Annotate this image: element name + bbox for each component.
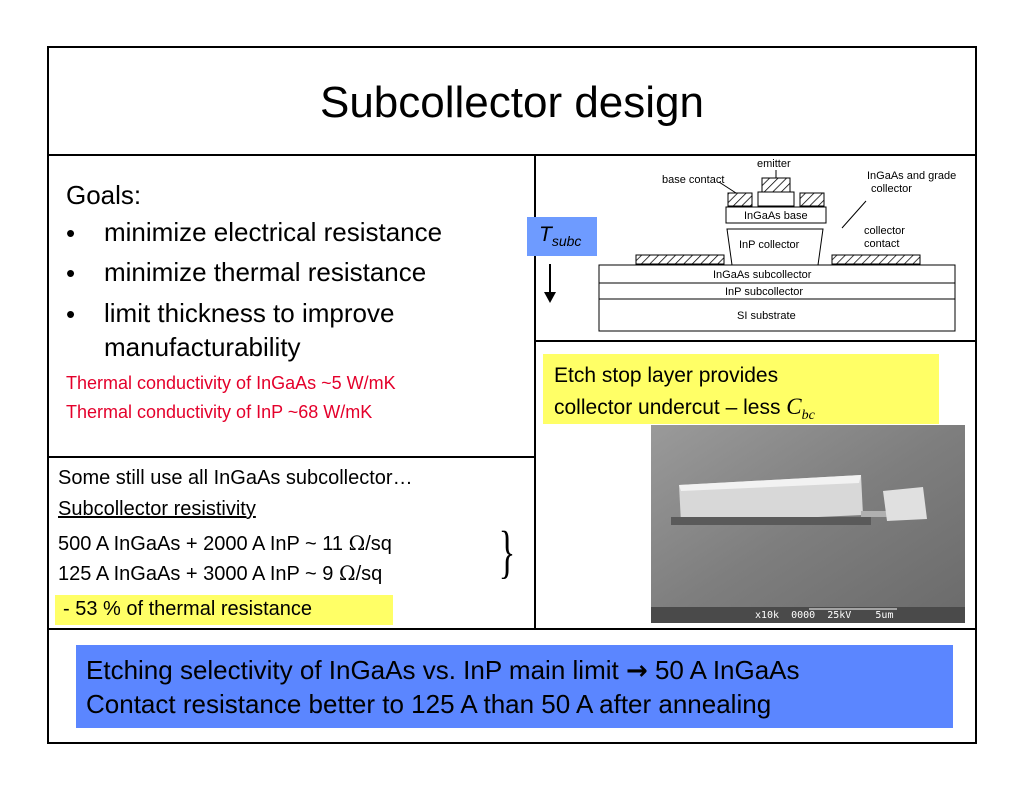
omega-symbol: Ω xyxy=(338,561,356,585)
base-contact-label: base contact xyxy=(662,174,724,186)
sem-scale-caption: x10k 0000 25kV 5um xyxy=(755,610,894,621)
collector-contact-label: collector xyxy=(864,225,905,237)
goal-item: minimize thermal resistance xyxy=(104,257,427,287)
etch-stop-line2-text: collector undercut – less xyxy=(554,396,787,419)
down-arrow xyxy=(544,264,556,303)
bullet-marker: • xyxy=(66,218,76,248)
left-section-divider xyxy=(47,456,535,458)
right-arrow-icon: → xyxy=(625,656,648,686)
etch-stop-line1: Etch stop layer provides xyxy=(554,364,779,387)
tsubc-sub: subc xyxy=(551,233,582,250)
conductivity-note: Thermal conductivity of InP ~68 W/mK xyxy=(66,402,373,422)
bullet-marker: • xyxy=(66,258,76,288)
emitter-label: emitter xyxy=(757,158,791,170)
sem-micrograph: x10k 0000 25kV 5um xyxy=(651,425,965,623)
cbc-subscript: bc xyxy=(801,408,815,424)
grade-collector-leader xyxy=(841,200,867,229)
collector-contact-label: contact xyxy=(864,238,899,250)
right-collector-contact xyxy=(831,254,921,265)
unit-text: /sq xyxy=(365,533,392,555)
tsubc-main: T xyxy=(539,223,552,246)
resistivity-row-text: 500 A InGaAs + 2000 A InP ~ 11 xyxy=(58,533,349,555)
goal-item: manufacturability xyxy=(104,332,301,362)
footer-line1-suffix: 50 A InGaAs xyxy=(647,655,800,685)
si-substrate-layer xyxy=(598,298,956,332)
footer-callout: Etching selectivity of InGaAs vs. InP ma… xyxy=(76,645,953,728)
omega-symbol: Ω xyxy=(348,531,366,555)
ingaas-grade-label: InGaAs and grade xyxy=(867,170,956,182)
base-contact-leader xyxy=(718,181,737,194)
column-divider-upper xyxy=(534,154,536,629)
unit-text: /sq xyxy=(355,563,383,585)
slide-title: Subcollector design xyxy=(319,78,704,127)
conductivity-note: Thermal conductivity of InGaAs ~5 W/mK xyxy=(66,373,396,393)
thermal-resistance-highlight: - 53 % of thermal resistance xyxy=(55,595,393,625)
resistivity-intro: Some still use all InGaAs subcollector… xyxy=(58,467,413,489)
inp-subcollector-label: InP subcollector xyxy=(725,286,803,298)
hbt-cross-section-diagram: emitter base contact InGaAs and grade co… xyxy=(598,158,956,332)
footer-line2: Contact resistance better to 125 A than … xyxy=(86,689,772,719)
thermal-resistance-text: - 53 % of thermal resistance xyxy=(63,598,312,620)
footer-line1: Etching selectivity of InGaAs vs. InP ma… xyxy=(86,655,800,686)
ingaas-grade-label: collector xyxy=(871,183,912,195)
goal-item: limit thickness to improve xyxy=(104,298,395,328)
cbc-symbol: C xyxy=(786,394,802,419)
inp-collector-label: InP collector xyxy=(739,239,800,251)
inp-collector-mesa xyxy=(726,228,824,266)
grouping-brace: } xyxy=(498,519,516,584)
ingaas-base-layer xyxy=(725,206,827,224)
resistivity-row: 500 A InGaAs + 2000 A InP ~ 11 Ω/sq xyxy=(58,531,392,556)
footer-line1-text: Etching selectivity of InGaAs vs. InP ma… xyxy=(86,655,626,685)
emitter-contact xyxy=(761,177,791,193)
goals-heading: Goals: xyxy=(66,180,142,210)
resistivity-row: 125 A InGaAs + 3000 A InP ~ 9 Ω/sq xyxy=(58,561,382,586)
ingaas-base-label: InGaAs base xyxy=(744,210,808,222)
footer-divider xyxy=(47,628,977,630)
title-divider xyxy=(47,154,977,156)
resistivity-row-text: 125 A InGaAs + 3000 A InP ~ 9 xyxy=(58,563,339,585)
goal-item: minimize electrical resistance xyxy=(104,217,443,247)
si-substrate-label: SI substrate xyxy=(737,310,796,322)
bullet-marker: • xyxy=(66,299,76,329)
left-base-contact xyxy=(727,192,753,207)
resistivity-heading: Subcollector resistivity xyxy=(58,498,256,520)
emitter-mesa xyxy=(757,191,795,207)
left-collector-contact xyxy=(635,254,725,265)
ingaas-subcollector-label: InGaAs subcollector xyxy=(713,269,812,281)
tsubc-label: Tsubc xyxy=(527,217,597,256)
sem-device-image xyxy=(651,425,965,623)
slide-frame xyxy=(47,46,977,744)
etch-stop-line2: collector undercut – less Cbc xyxy=(554,394,815,424)
right-base-contact xyxy=(799,192,825,207)
right-section-divider xyxy=(534,340,977,342)
etch-stop-callout: Etch stop layer provides collector under… xyxy=(543,354,939,424)
